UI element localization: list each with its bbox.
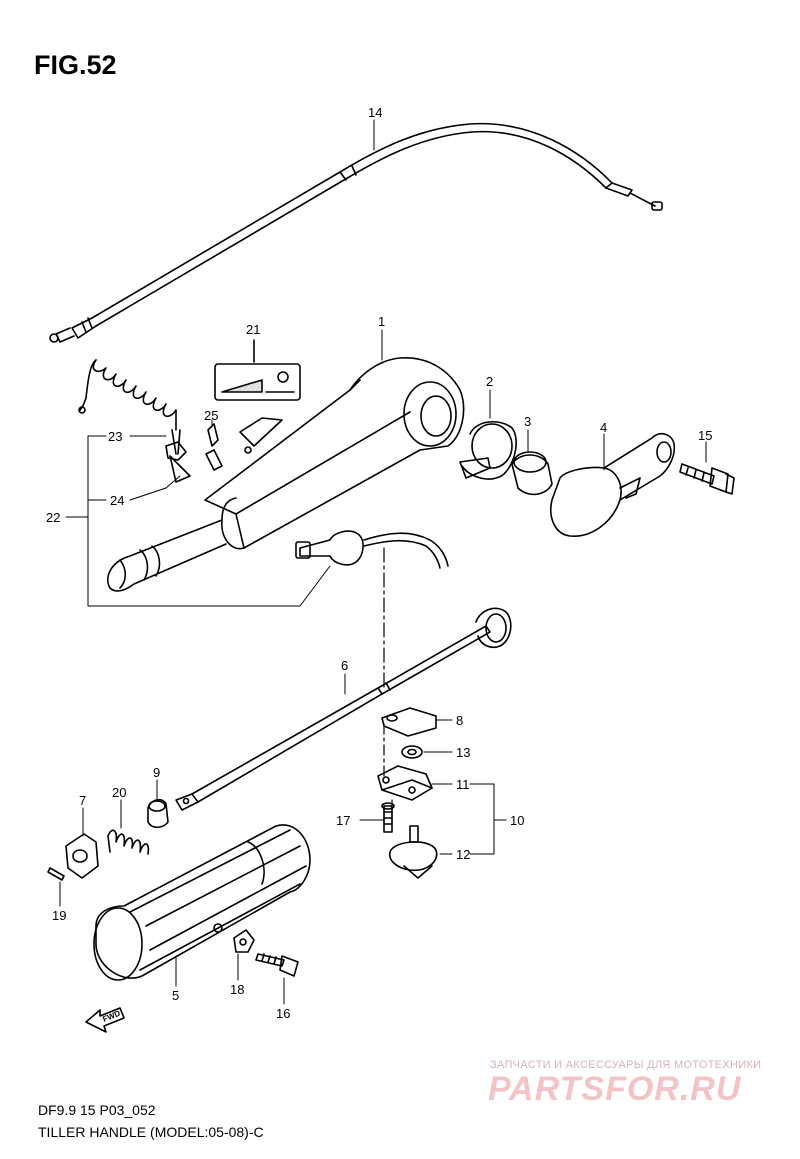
callout-19: 19 [52,908,66,923]
stop-plate [381,707,437,737]
throttle-grip [93,824,311,981]
fwd-arrow-icon [85,1007,125,1033]
watermark-subtitle: ЗАПЧАСТИ И АКСЕССУАРЫ ДЛЯ МОТОТЕХНИКИ [490,1059,762,1071]
throttle-shaft [175,607,512,811]
clip [205,423,223,471]
pin [47,867,65,881]
grip-bracket [550,432,676,537]
screw-16 [255,953,299,977]
callout-18: 18 [230,982,244,997]
callout-14: 14 [368,105,382,120]
callout-24: 24 [110,493,124,508]
callout-7: 7 [79,793,86,808]
spring [107,829,150,855]
throttle-cable [49,122,663,343]
callout-2: 2 [486,374,493,389]
callout-12: 12 [456,847,470,862]
lock-washer-18 [233,929,255,953]
watermark-logo: PARTSFOR.RU [488,1070,742,1108]
callout-11: 11 [456,777,470,792]
callout-15: 15 [698,428,712,443]
callout-9: 9 [153,765,160,780]
callout-20: 20 [112,785,126,800]
callout-numbers: 14 1 21 2 25 3 4 15 23 24 22 6 8 13 9 11… [46,105,712,1021]
callout-6: 6 [341,658,348,673]
small-bushing [147,798,169,829]
leader-lines [59,119,707,1005]
callout-17: 17 [336,813,350,828]
callout-3: 3 [524,414,531,429]
diagram-caption: TILLER HANDLE (MODEL:05-08)-C [38,1124,264,1140]
callout-4: 4 [600,420,607,435]
stop-switch-wire [295,530,449,569]
screw-17 [381,802,395,833]
tiller-handle-arm [106,357,465,592]
callout-10: 10 [510,813,524,828]
bolt-15 [679,463,735,495]
callout-5: 5 [172,988,179,1003]
callout-25: 25 [204,408,218,423]
callout-21: 21 [246,322,260,337]
callout-23: 23 [108,429,122,444]
collar [511,451,553,496]
figure-title: FIG.52 [34,50,117,80]
callout-1: 1 [378,314,385,329]
stopper [65,833,99,879]
lanyard-coil [78,359,191,483]
callout-8: 8 [456,713,463,728]
callout-13: 13 [456,745,470,760]
callout-16: 16 [276,1006,290,1021]
fwd-arrow-label: FWD [101,1009,121,1024]
caution-label [214,339,301,401]
friction-block [377,765,433,801]
bushing [459,421,517,480]
callout-22: 22 [46,510,60,525]
washer-13 [401,745,423,759]
friction-knob [388,825,438,879]
diagram-code: DF9.9 15 P03_052 [38,1102,156,1118]
